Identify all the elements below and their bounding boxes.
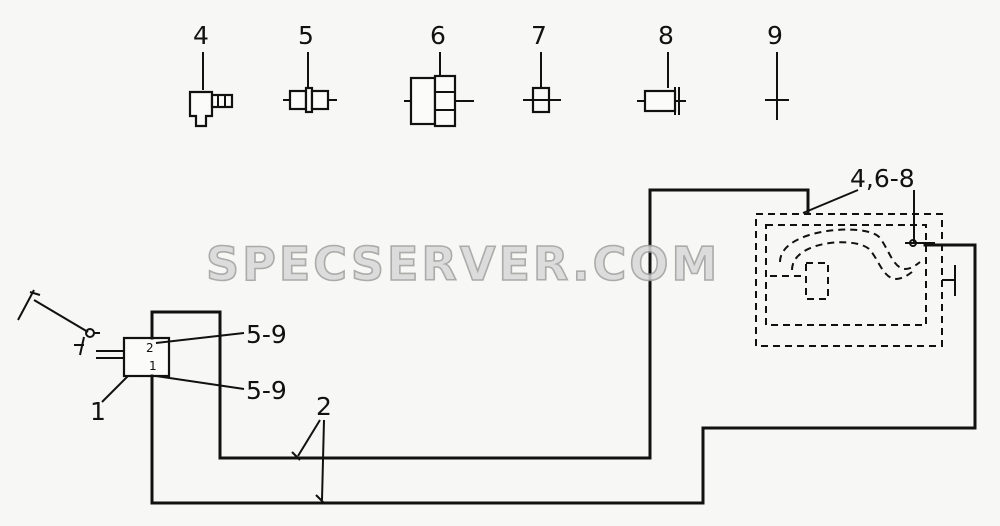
hand-lever — [17, 289, 100, 356]
pipe-lower-run — [150, 243, 977, 505]
callout-2-label: 2 — [316, 392, 332, 421]
callout-4-6-8-label: 4,6-8 — [850, 164, 915, 193]
part-7-fitting: 7 — [523, 21, 561, 114]
callout-valve: 1 — [90, 375, 129, 426]
elbow-body — [188, 90, 214, 128]
valve-body — [122, 336, 171, 378]
part-8-label: 8 — [658, 21, 674, 50]
part-5-label: 5 — [298, 21, 314, 50]
callout-5-9-lower-label: 5-9 — [246, 376, 287, 405]
pipe-upper-run — [150, 188, 810, 460]
dashed-assembly — [755, 213, 956, 347]
part-5-fitting: 5 — [283, 21, 337, 114]
part-9-label: 9 — [767, 21, 783, 50]
callout-upper-fittings: 5-9 — [155, 320, 287, 349]
control-valve: 2 1 — [96, 336, 171, 378]
part-4-label: 4 — [193, 21, 209, 50]
part-7-label: 7 — [531, 21, 547, 50]
callout-1-label: 1 — [90, 397, 106, 426]
callout-assembly-group: 4,6-8 — [802, 164, 915, 243]
watermark-text: SPECSERVER.COM — [206, 237, 720, 291]
callout-5-9-upper-label: 5-9 — [246, 320, 287, 349]
callout-lower-fittings: 5-9 — [155, 375, 287, 405]
part-6-fitting: 6 — [404, 21, 474, 128]
part-8-fitting: 8 — [637, 21, 686, 115]
valve-port-2-label: 2 — [146, 341, 154, 355]
part-6-label: 6 — [430, 21, 446, 50]
callout-pipes: 2 — [291, 392, 332, 504]
valve-port-1-label: 1 — [149, 359, 157, 373]
part-4-fitting: 4 — [188, 21, 234, 128]
part-9-fitting: 9 — [765, 21, 789, 120]
